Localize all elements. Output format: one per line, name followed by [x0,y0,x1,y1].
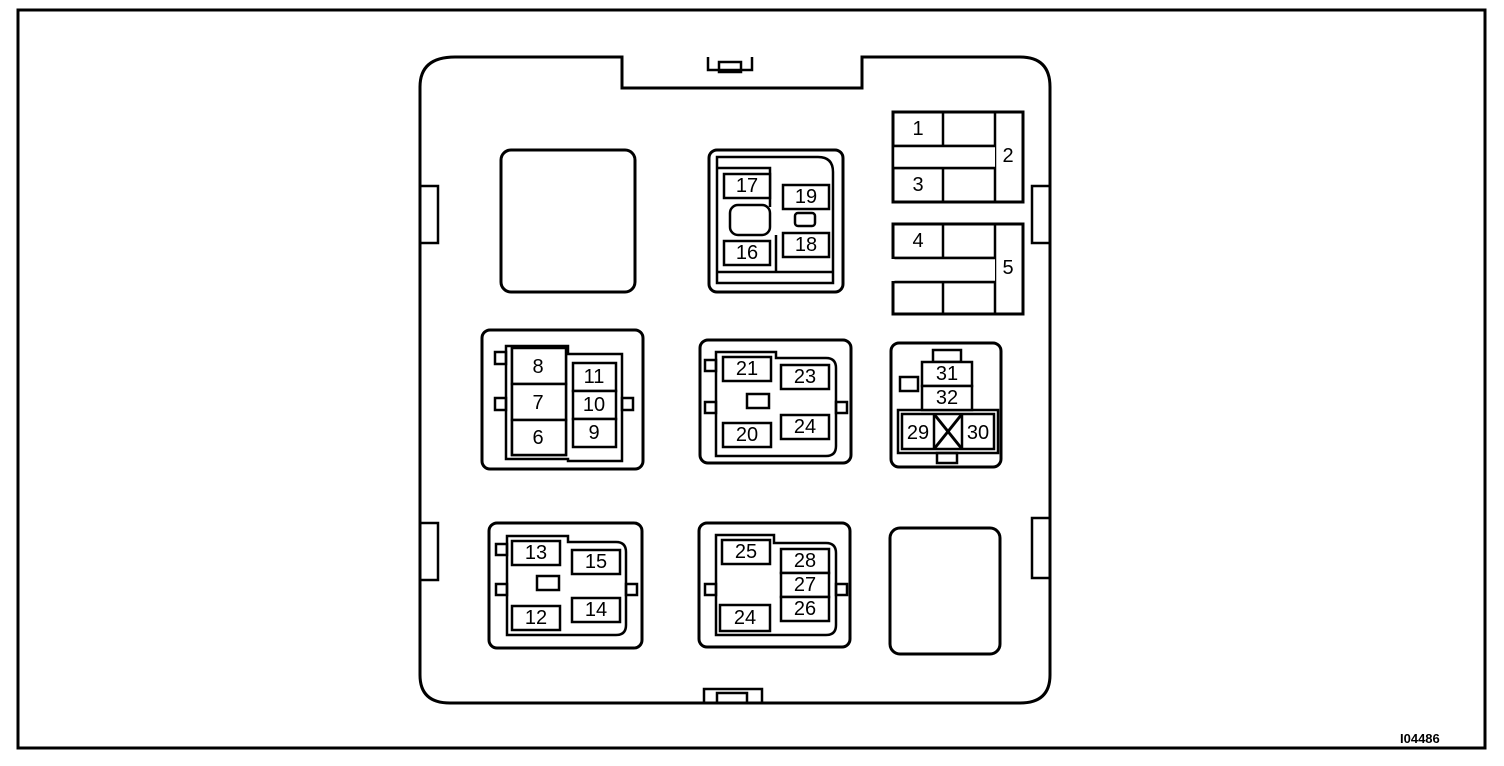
label-5: 5 [1002,257,1013,279]
terminal-26 [779,595,831,623]
label-24-upper: 24 [794,416,816,438]
figure-code: I04486 [1400,731,1440,746]
relay-20-24 [698,338,853,465]
terminal-18 [781,231,831,259]
terminal-11 [571,361,618,393]
label-2: 2 [1002,145,1013,167]
label-14: 14 [585,599,607,621]
empty-slot-lower-right [888,526,1002,656]
label-24-lower: 24 [734,607,756,629]
label-10: 10 [583,394,605,416]
label-28: 28 [794,550,816,572]
left-clip-lower [418,521,440,582]
terminal-24-lower [718,603,772,633]
label-8: 8 [532,356,543,378]
label-18: 18 [795,234,817,256]
terminal-12 [510,604,562,632]
relay-24-28 [697,521,852,649]
empty-slot-upper-left [499,148,637,294]
fuse-group-1-2-3 [891,110,1025,204]
label-20: 20 [736,424,758,446]
terminal-13 [510,539,562,567]
outer-frame [16,8,1487,750]
label-21: 21 [736,358,758,380]
label-25: 25 [735,541,757,563]
terminal-16 [722,239,772,267]
terminal-31 [920,360,974,388]
label-4: 4 [912,230,923,252]
label-3: 3 [912,174,923,196]
label-11: 11 [584,366,605,388]
label-29: 29 [907,422,929,444]
terminal-15 [570,548,622,576]
label-15: 15 [585,551,607,573]
relay-12-15 [487,521,644,650]
right-clip-upper [1030,184,1052,245]
label-23: 23 [794,366,816,388]
relay-16-19 [707,148,845,294]
terminal-24-upper [779,413,831,441]
terminal-19 [781,183,831,211]
label-13: 13 [525,542,547,564]
right-clip-lower [1030,516,1052,580]
label-6: 6 [532,427,543,449]
terminal-25 [720,538,772,566]
terminal-9 [571,417,618,449]
label-30: 30 [967,422,989,444]
top-clip [706,57,754,72]
top-clip-tab [717,60,743,74]
terminal-21 [721,355,773,383]
label-7: 7 [532,392,543,414]
label-26: 26 [794,598,816,620]
label-16: 16 [736,242,758,264]
bottom-clip-tab [715,691,749,705]
label-27: 27 [794,574,816,596]
fuse-group-4-5 [891,222,1025,316]
left-clip-upper [418,184,440,245]
label-19: 19 [795,186,817,208]
label-31: 31 [936,363,958,385]
label-9: 9 [588,422,599,444]
terminal-14 [570,596,622,624]
label-32: 32 [936,387,958,409]
terminal-17 [722,172,772,200]
terminal-32 [920,384,974,412]
terminal-23 [779,363,831,391]
terminal-27 [779,571,831,599]
relay-block-housing [418,55,1052,705]
terminal-6 [510,418,568,457]
label-1: 1 [912,118,923,140]
label-17: 17 [736,175,758,197]
label-12: 12 [525,607,547,629]
terminal-20 [721,421,773,449]
bottom-clip [702,687,764,703]
